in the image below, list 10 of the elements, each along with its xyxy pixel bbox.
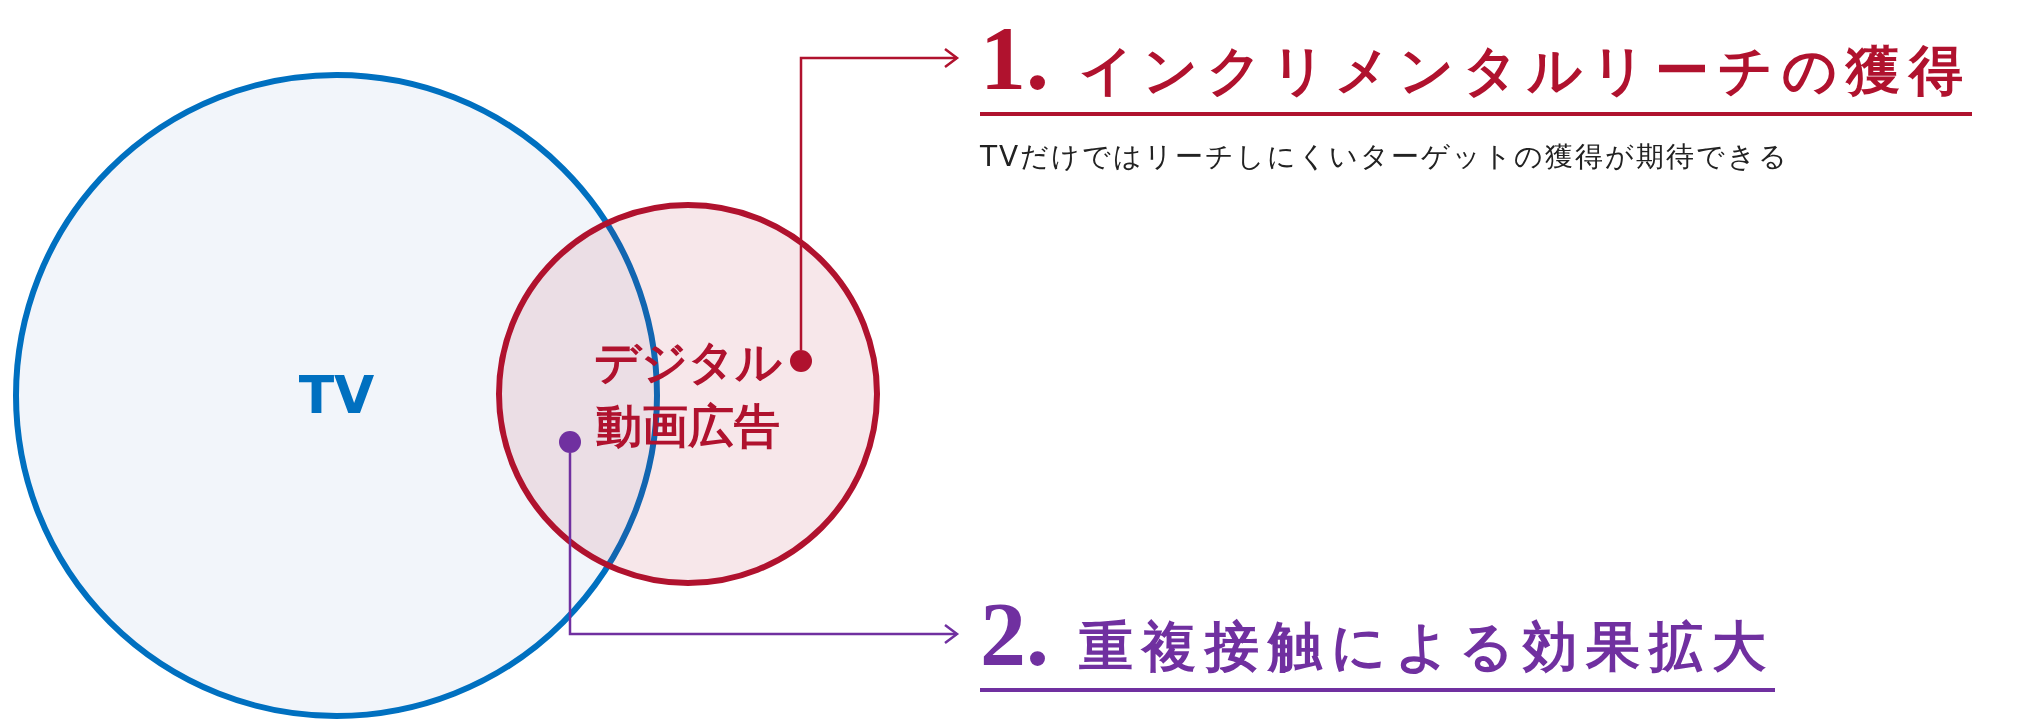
venn-circle: [495, 201, 881, 587]
leader-dot: [790, 350, 812, 372]
callout-number: 1.: [980, 12, 1049, 104]
callout-heading: インクリメンタルリーチの獲得: [1079, 44, 1972, 98]
circle-label: TV: [297, 364, 376, 427]
leader-arrow: [568, 453, 959, 645]
callout-heading: 重複接触による効果拡大: [1079, 620, 1775, 674]
description-text: TVだけではリーチしにくいターゲットの獲得が期待できる: [980, 139, 1791, 175]
callout-number: 2.: [980, 588, 1049, 680]
leader-arrow: [799, 47, 959, 350]
